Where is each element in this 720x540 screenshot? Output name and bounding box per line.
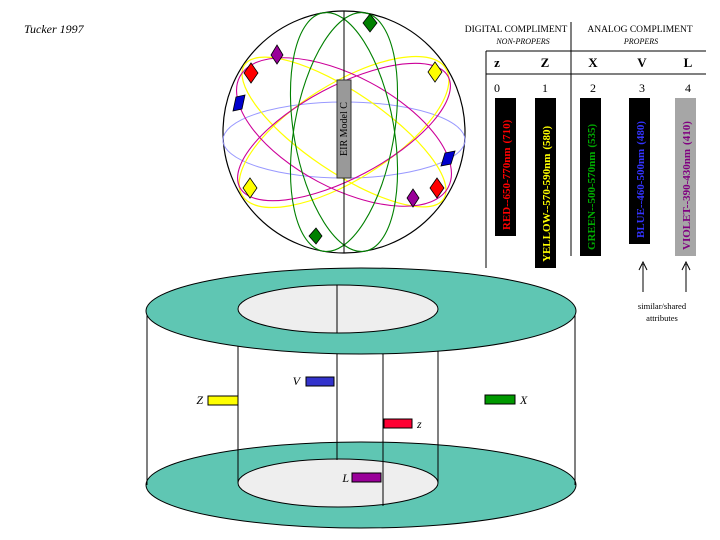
spectrum-label-green: GREEN--500-570nm(535) [586, 123, 598, 250]
column-letter-X: X [588, 55, 598, 70]
spectrum-label-violet: VIOLET--390-430nm(410) [681, 121, 693, 250]
marker-label-L: L [341, 471, 349, 485]
magenta-orbit-1 [235, 57, 453, 207]
purple-diamond-upper-left [270, 44, 284, 65]
arrow-head-violet [681, 260, 691, 271]
yellow-diamond-left [242, 177, 258, 199]
analog-group-title: ANALOG COMPLIMENT [587, 25, 692, 35]
column-number-2: 2 [590, 81, 596, 95]
column-letter-z: z [494, 55, 500, 70]
green-orbit-2 [289, 11, 399, 253]
column-letter-Z: Z [541, 55, 550, 70]
model-bar [336, 79, 352, 179]
spectrum-bar-green [580, 98, 601, 256]
magenta-orbit-2 [237, 62, 451, 202]
cylinder-diagram: Z V z X L [145, 267, 577, 529]
marker-label-z: z [416, 417, 422, 431]
column-number-4: 4 [685, 81, 691, 95]
yellow-diamond-right [427, 61, 443, 83]
blue-parallelogram-right [440, 150, 456, 167]
marker-z [383, 418, 413, 429]
green-diamond-top [362, 13, 378, 33]
marker-L [351, 472, 382, 483]
spectrum-bar-violet [675, 98, 696, 256]
green-orbit-1 [289, 11, 399, 253]
column-number-3: 3 [639, 81, 645, 95]
spectrum-bar-red [495, 98, 516, 236]
marker-X [484, 394, 516, 405]
arrow-head-blue [638, 260, 648, 271]
digital-group-subtitle: NON-PROPERS [495, 37, 549, 46]
spectrum-label-blue: BLUE--460-500nm(480) [635, 121, 647, 238]
green-diamond-bottom [308, 227, 323, 245]
analog-group-subtitle: PROPERS [623, 37, 658, 46]
yellow-orbit-1 [238, 55, 450, 209]
top-ring-hole [237, 284, 439, 334]
spectrum-bar-blue [629, 98, 650, 244]
bottom-ring-hole [237, 458, 439, 508]
spectrum-label-yellow: YELLOW--570-590nm(580) [541, 125, 553, 262]
shared-attributes-note-line2: attributes [646, 313, 678, 323]
shared-attributes-note-line1: similar/shared [638, 301, 687, 311]
spectrum-bar-yellow [535, 98, 556, 268]
marker-V [305, 376, 335, 387]
column-letter-V: V [637, 55, 647, 70]
spectrum-table: DIGITAL COMPLIMENT NON-PROPERS ANALOG CO… [465, 22, 706, 323]
column-number-1: 1 [542, 81, 548, 95]
marker-label-X: X [519, 393, 528, 407]
model-bar-label: EIR Model C [339, 102, 350, 156]
red-diamond-left [243, 62, 259, 84]
yellow-orbit-2 [241, 56, 447, 208]
author-credit: Tucker 1997 [24, 22, 85, 36]
column-number-0: 0 [494, 81, 500, 95]
digital-group-title: DIGITAL COMPLIMENT [465, 25, 568, 35]
blue-parallelogram-left [232, 94, 246, 112]
spectrum-label-red: RED--650-770nm(710) [501, 119, 513, 230]
column-letter-L: L [684, 55, 693, 70]
marker-label-V: V [293, 374, 302, 388]
purple-diamond-right [406, 188, 420, 208]
marker-label-Z: Z [196, 393, 203, 407]
red-diamond-right [429, 177, 445, 199]
marker-Z [207, 395, 239, 406]
sphere-diagram: EIR Model C [222, 10, 466, 254]
